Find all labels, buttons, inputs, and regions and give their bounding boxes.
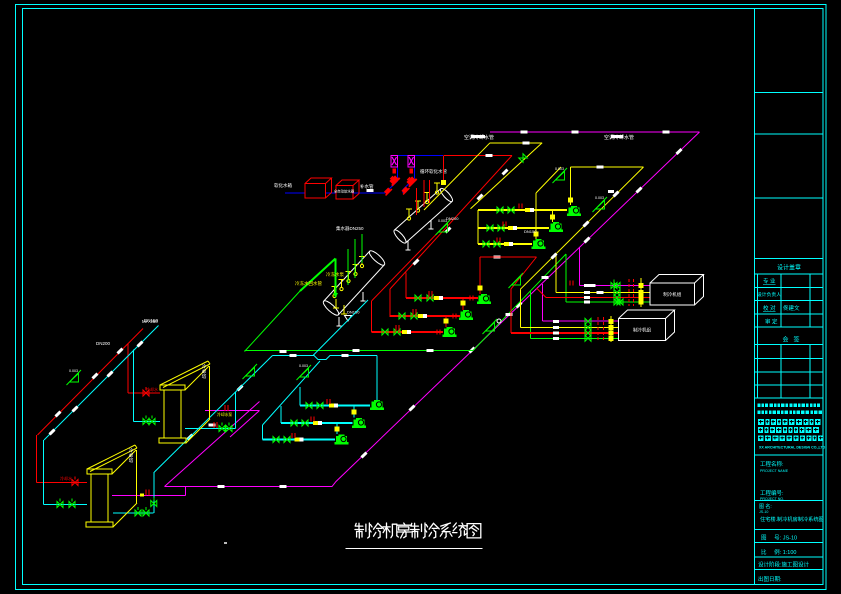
- svg-text:补水管: 补水管: [360, 183, 374, 190]
- svg-text:冷却水泵: 冷却水泵: [217, 412, 232, 417]
- svg-text:0.003: 0.003: [69, 369, 78, 373]
- svg-text:XX ARCHITECTURAL DESIGN CO.,LT: XX ARCHITECTURAL DESIGN CO.,LTD: [759, 446, 826, 450]
- svg-text:却: 却: [129, 452, 134, 459]
- svg-text:集水器DN250: 集水器DN250: [336, 225, 364, 232]
- svg-text:0.003: 0.003: [595, 196, 604, 200]
- svg-text:冷却水: 冷却水: [60, 475, 72, 481]
- svg-text:循环软化水管: 循环软化水管: [420, 168, 447, 175]
- svg-text:工程编号:: 工程编号:: [760, 489, 784, 497]
- svg-text:却: 却: [202, 368, 207, 375]
- svg-text:图 名:: 图 名:: [759, 503, 772, 510]
- svg-text:空调冷却水管: 空调冷却水管: [464, 134, 494, 141]
- svg-text:0.003: 0.003: [555, 167, 564, 171]
- svg-text:软化水箱: 软化水箱: [274, 182, 292, 189]
- svg-text:佟建文: 佟建文: [783, 304, 800, 312]
- svg-text:审 定: 审 定: [765, 318, 778, 326]
- svg-text:冷: 冷: [129, 447, 134, 454]
- svg-text:0.003: 0.003: [438, 219, 447, 223]
- svg-text:塔: 塔: [202, 373, 207, 380]
- svg-text:DN200: DN200: [96, 341, 111, 346]
- svg-text:图 号: JS-10: 图 号: JS-10: [761, 534, 797, 542]
- svg-text:DN150: DN150: [347, 310, 360, 315]
- svg-text:全自动软水器: 全自动软水器: [334, 189, 355, 194]
- svg-text:DN150: DN150: [144, 318, 159, 323]
- svg-text:DN150: DN150: [524, 229, 537, 234]
- svg-text:0.003: 0.003: [299, 364, 308, 368]
- svg-text:PROJECT NAME: PROJECT NAME: [760, 469, 789, 473]
- svg-text:DN200: DN200: [446, 216, 459, 221]
- svg-text:制冷机组: 制冷机组: [633, 327, 651, 334]
- svg-text:设计阶段:施工图设计: 设计阶段:施工图设计: [758, 561, 810, 569]
- svg-text:空调冷却水管: 空调冷却水管: [604, 134, 634, 141]
- svg-text:冷冻水泵: 冷冻水泵: [326, 271, 344, 278]
- svg-text:设计盖章: 设计盖章: [777, 264, 801, 272]
- svg-text:设计负责人: 设计负责人: [757, 291, 781, 298]
- svg-text:会 签: 会 签: [782, 336, 799, 344]
- svg-text:塔: 塔: [129, 457, 134, 464]
- svg-text:JS-10: JS-10: [759, 510, 768, 514]
- svg-text:冷: 冷: [202, 363, 207, 370]
- svg-text:PROJECT NO.: PROJECT NO.: [760, 497, 784, 501]
- svg-text:校 对: 校 对: [763, 304, 776, 312]
- svg-text:比 例: 1:100: 比 例: 1:100: [761, 548, 796, 556]
- svg-text:制冷机组: 制冷机组: [663, 291, 681, 298]
- svg-text:冷却水: 冷却水: [146, 386, 158, 392]
- svg-text:MA-250: MA-250: [142, 319, 158, 324]
- svg-text:工程名称:: 工程名称:: [760, 460, 784, 468]
- svg-text:住宅楼.制冷机房制冷系统图: 住宅楼.制冷机房制冷系统图: [760, 515, 824, 523]
- svg-text:冷冻水回水管: 冷冻水回水管: [295, 280, 322, 287]
- svg-text:出图日期:: 出图日期:: [758, 575, 782, 583]
- svg-text:专 业: 专 业: [763, 277, 776, 285]
